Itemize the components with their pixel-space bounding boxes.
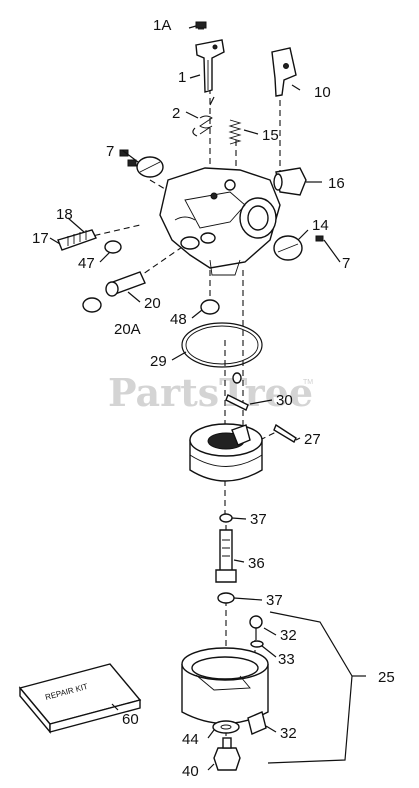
leader-line [207,763,215,771]
leader-line [261,645,277,658]
callout-20: 20 [144,295,161,312]
callout-40: 40 [182,763,199,780]
leader-line [295,437,301,441]
callout-48: 48 [170,311,187,328]
leader-line [191,309,203,319]
part-37-o-ring-bottom [217,592,235,604]
callout-20a: 20A [114,321,141,338]
callout-27: 27 [304,431,321,448]
part-carburetor-body [159,167,281,276]
part-27-pin [273,423,297,443]
callout-7-right: 7 [342,255,350,272]
callout-47: 47 [78,255,95,272]
part-20-main-jet [105,271,146,297]
callout-30: 30 [276,392,293,409]
part-10-choke-shaft [271,47,297,97]
part-44-washer [212,720,240,734]
leader-line [49,237,61,245]
callout-33: 33 [278,651,295,668]
leader-line [207,729,215,739]
callout-14: 14 [312,217,329,234]
leader-line [185,111,199,119]
callout-7-top: 7 [106,143,114,160]
leader-line [111,703,119,711]
callout-37-top: 37 [250,511,267,528]
callout-18: 18 [56,206,73,223]
part-16-fuel-fitting [273,167,307,196]
callout-37-bottom: 37 [266,592,283,609]
part-throttle-plate [136,156,164,178]
callout-15: 15 [262,127,279,144]
callout-17: 17 [32,230,49,247]
leader-line [297,229,309,241]
callout-10: 10 [314,84,331,101]
part-2-spring [192,96,215,137]
callout-2: 2 [172,105,180,122]
leader-line [263,627,277,636]
leader-line [67,217,85,233]
leader-line [171,351,187,361]
assembly-line [259,429,281,441]
part-20a-plug [82,297,102,313]
part-float-bowl [181,647,269,725]
part-40-bowl-nut [213,737,241,771]
callout-29: 29 [150,353,167,370]
part-14-choke-plate [273,235,324,261]
part-7-screw-top [119,149,137,167]
leader-line [265,725,277,733]
part-1a-screw [195,21,207,30]
part-15-spring [228,119,242,145]
part-33-screw [249,615,264,648]
callout-32-top: 32 [280,627,297,644]
part-48-seal [200,299,220,315]
leader-line [243,129,259,135]
leader-line [121,149,139,163]
leader-line [291,84,301,91]
callout-1a: 1A [153,17,171,34]
part-float [189,423,263,482]
watermark-tm: TM [303,379,313,386]
callout-44: 44 [182,731,199,748]
watermark-text: PartsTree [108,370,313,415]
leader-line [323,239,341,263]
leader-line [233,597,263,601]
leader-line [189,74,201,79]
part-36-emulsion-tube [215,529,237,583]
callout-1: 1 [178,69,186,86]
callout-36: 36 [248,555,265,572]
callout-60: 60 [122,711,139,728]
leader-line [249,399,273,405]
part-18-idle-needle [57,229,97,251]
leader-line [188,25,197,29]
part-29-gasket [181,322,263,368]
leader-line [99,251,111,263]
part-1-throttle-shaft [195,39,225,93]
callout-32-bottom: 32 [280,725,297,742]
leader-line [231,517,247,520]
leader-line [233,559,245,563]
part-47-o-ring [104,240,122,254]
part-37-o-ring-top [219,513,233,523]
leader-line [127,291,141,303]
callout-25: 25 [378,669,395,686]
part-30-float-pin [225,372,249,411]
part-32-bracket [247,711,267,735]
callout-16: 16 [328,175,345,192]
repair-kit-box: REPAIR KIT [18,663,142,734]
